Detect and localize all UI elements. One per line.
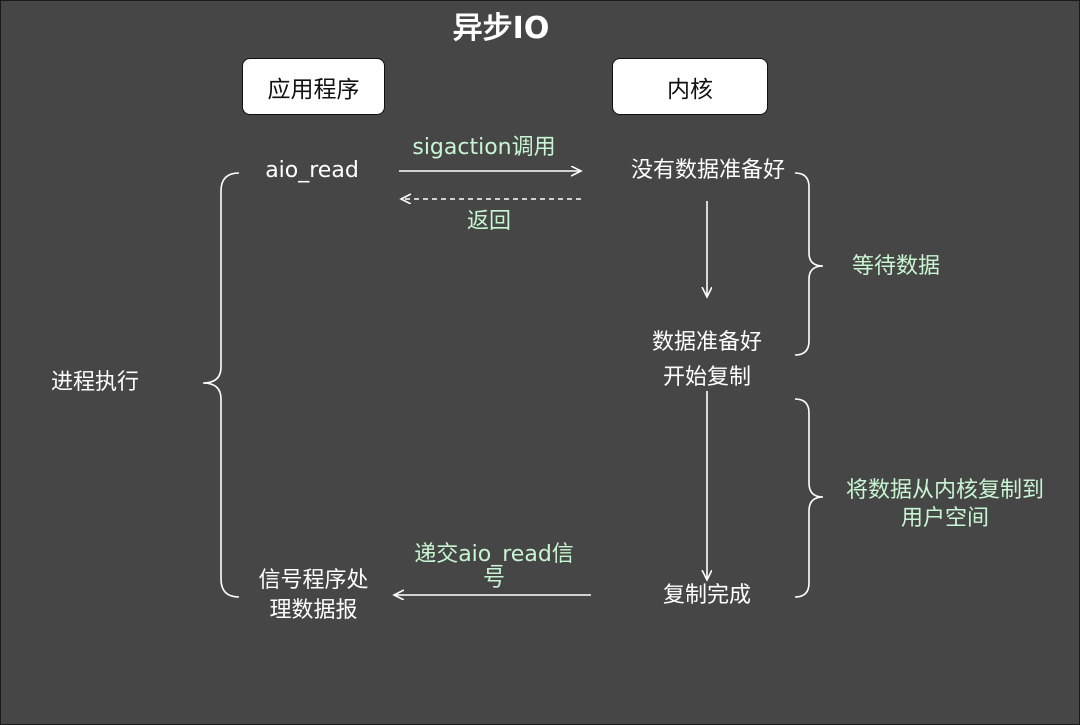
- kernel-ready-line1: 数据准备好: [651, 330, 762, 355]
- process-execution-label: 进程执行: [51, 370, 140, 395]
- wait-brace: [794, 172, 824, 356]
- kernel-ready-line2: 开始复制: [662, 365, 751, 390]
- return-label: 返回: [466, 209, 511, 234]
- sigaction-label: sigaction调用: [412, 135, 556, 160]
- deliver-signal-line1: 递交aio_read信: [414, 542, 574, 567]
- app-column-label: 应用程序: [267, 76, 360, 103]
- signal-handler-line2: 理数据报: [269, 598, 358, 623]
- diagram-title: 异步IO: [452, 11, 550, 46]
- copy-phase-line1: 将数据从内核复制到: [845, 478, 1044, 503]
- signal-handler-line1: 信号程序处: [258, 568, 369, 593]
- kernel-column-box: 内核: [612, 58, 768, 115]
- wait-data-phase: 等待数据: [852, 254, 941, 279]
- copy-brace: [794, 398, 824, 598]
- kernel-column-label: 内核: [667, 76, 713, 103]
- copy-phase-line2: 用户空间: [900, 506, 989, 531]
- kernel-not-ready: 没有数据准备好: [630, 158, 785, 183]
- aio-read-call: aio_read: [265, 158, 359, 183]
- deliver-signal-line2: 号: [482, 567, 505, 592]
- app-column-box: 应用程序: [242, 58, 385, 115]
- process-brace: [202, 172, 240, 598]
- kernel-copy-done: 复制完成: [662, 583, 751, 608]
